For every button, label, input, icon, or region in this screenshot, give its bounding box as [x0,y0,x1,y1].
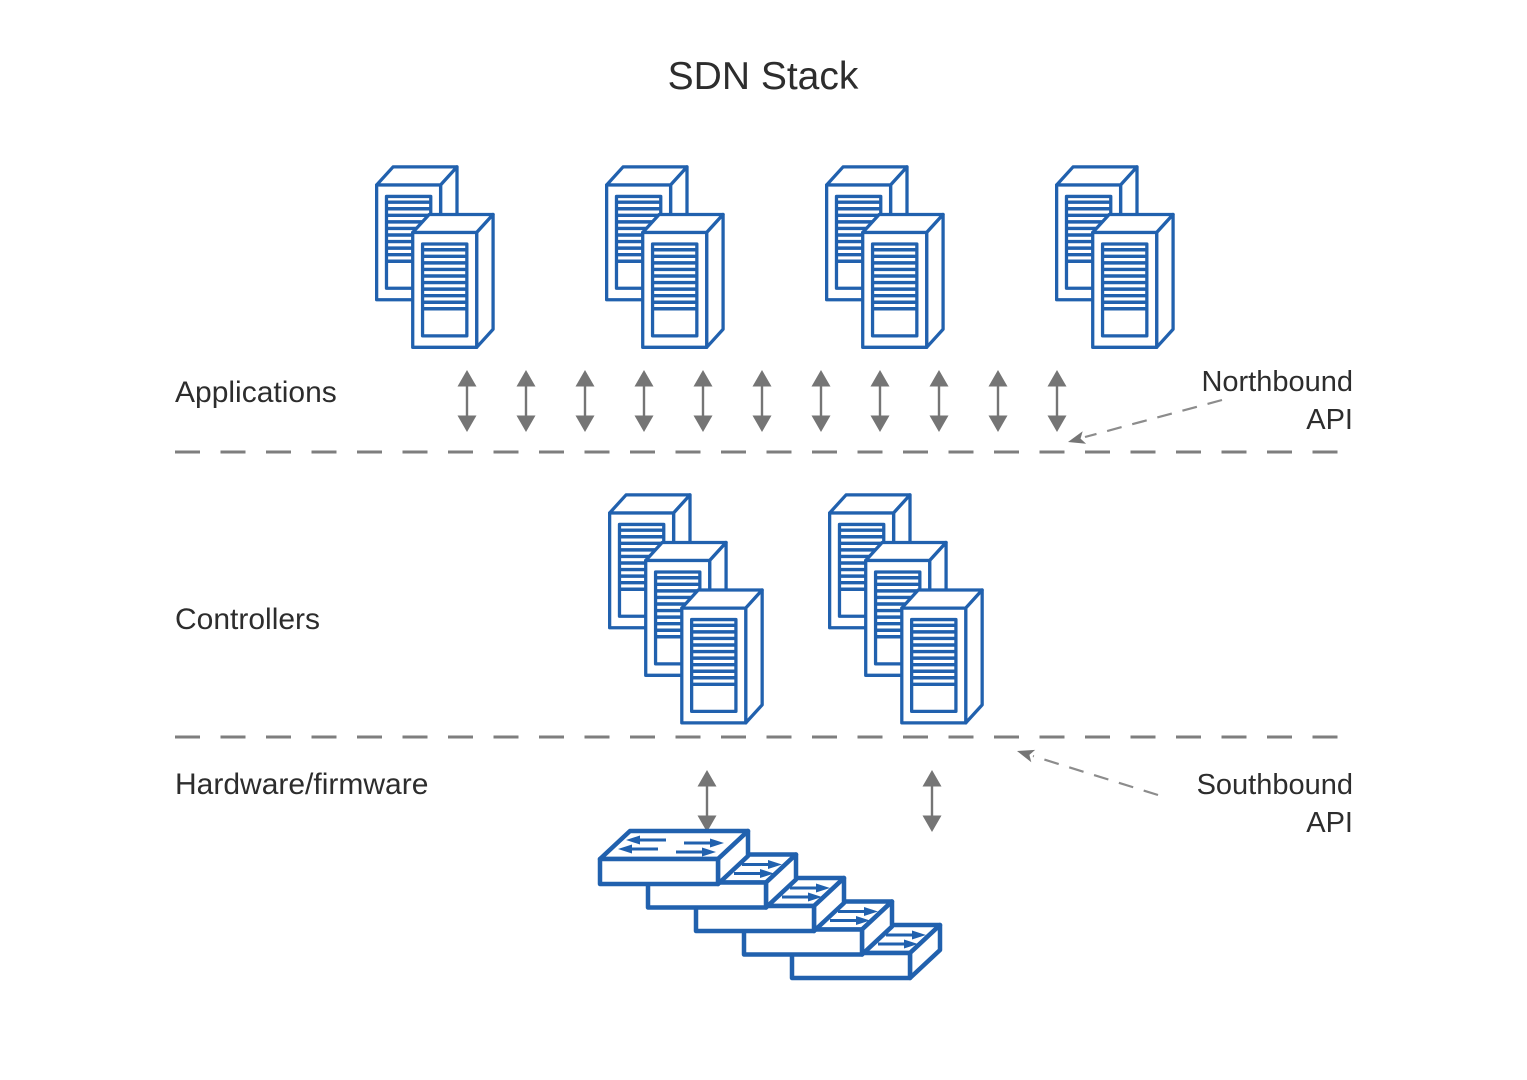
application-server-group-3 [824,165,945,350]
controllers-layer: Controllers [175,493,984,725]
southbound-api-arrowhead-icon [1015,744,1036,763]
application-server-group-1 [374,165,495,350]
up-down-arrow-icon [693,370,713,432]
application-server-group-2 [604,165,725,350]
up-down-arrow-icon [929,370,949,432]
server-icon [640,212,725,350]
northbound-arrows-row [457,370,1067,432]
server-icon [680,588,764,725]
server-icon [410,212,495,350]
server-icon [1090,212,1175,350]
southbound-api-annotation: Southbound API [1015,744,1353,839]
up-down-arrow-icon [697,770,717,832]
up-down-arrow-icon [752,370,772,432]
up-down-arrow-icon [575,370,595,432]
switch-stack [600,831,940,978]
hardware-layer: Hardware/firmware [175,768,942,978]
up-down-arrow-icon [634,370,654,432]
controller-server-group-1 [607,493,764,725]
southbound-api-label-line2: API [1306,807,1353,839]
southbound-api-arrow-line [1032,754,1159,797]
diagram-title: SDN Stack [668,55,859,98]
up-down-arrow-icon [988,370,1008,432]
applications-layer: Applications [175,165,1175,409]
northbound-api-arrowhead-icon [1066,431,1087,449]
up-down-arrow-icon [1047,370,1067,432]
application-server-group-4 [1054,165,1175,350]
northbound-api-label-line2: API [1306,404,1353,436]
hardware-label: Hardware/firmware [175,768,428,801]
switch-icon [600,831,748,884]
northbound-api-arrow-line [1084,398,1223,439]
server-icon [900,588,984,725]
applications-label: Applications [175,376,337,409]
up-down-arrow-icon [457,370,477,432]
up-down-arrow-icon [922,770,942,832]
controllers-label: Controllers [175,603,320,636]
southbound-api-label-line1: Southbound [1197,769,1353,801]
southbound-arrows-row [697,770,942,832]
northbound-api-annotation: Northbound API [1066,366,1353,449]
up-down-arrow-icon [811,370,831,432]
controller-server-group-2 [827,493,984,725]
up-down-arrow-icon [516,370,536,432]
up-down-arrow-icon [870,370,890,432]
northbound-api-label-line1: Northbound [1201,366,1353,398]
server-icon [860,212,945,350]
